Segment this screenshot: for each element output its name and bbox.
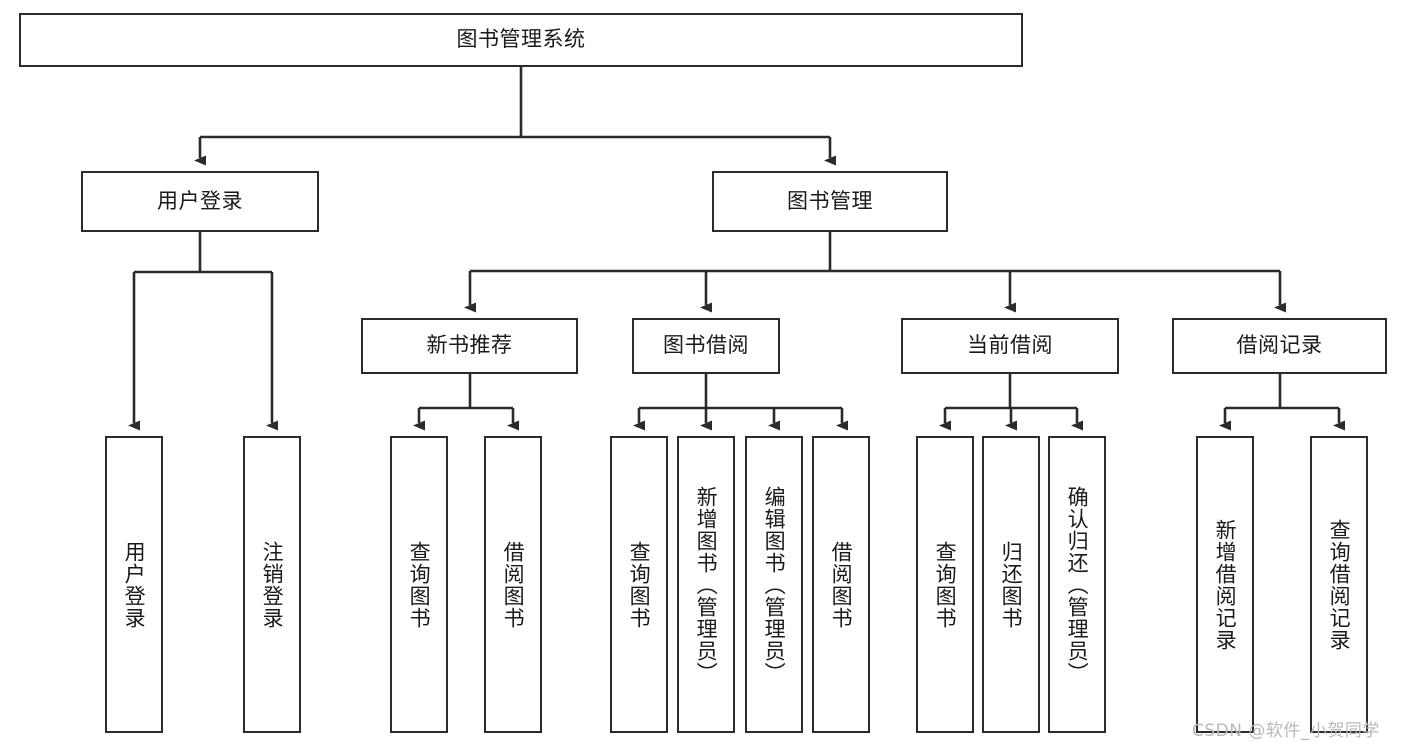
leaf-book-borrow-borrow-book[interactable]: 借阅图书: [812, 436, 870, 733]
leaf-label: 用户登录: [122, 540, 147, 629]
leaf-label: 编辑图书（管理员）: [762, 485, 787, 684]
leaf-book-borrow-query-book[interactable]: 查询图书: [610, 436, 668, 733]
node-root[interactable]: 图书管理系统: [19, 13, 1023, 67]
node-current-borrow-label: 当前借阅: [967, 333, 1053, 358]
node-borrow-record-label: 借阅记录: [1236, 333, 1323, 358]
leaf-user-login-login[interactable]: 用户登录: [105, 436, 163, 733]
leaf-book-borrow-edit-book-admin[interactable]: 编辑图书（管理员）: [745, 436, 803, 733]
leaf-borrow-record-query-record[interactable]: 查询借阅记录: [1310, 436, 1368, 733]
node-book-management-label: 图书管理: [787, 188, 873, 213]
leaf-label: 新增图书（管理员）: [694, 485, 719, 684]
leaf-current-borrow-query-book[interactable]: 查询图书: [916, 436, 974, 733]
node-new-book-recommend[interactable]: 新书推荐: [361, 318, 578, 374]
node-book-management[interactable]: 图书管理: [712, 171, 948, 232]
leaf-current-borrow-return-book[interactable]: 归还图书: [982, 436, 1040, 733]
leaf-new-book-query-book[interactable]: 查询图书: [390, 436, 448, 733]
node-new-book-recommend-label: 新书推荐: [426, 333, 513, 358]
leaf-label: 归还图书: [999, 540, 1024, 629]
leaf-label: 查询图书: [407, 540, 432, 629]
leaf-label: 借阅图书: [829, 540, 854, 629]
leaf-label: 借阅图书: [501, 540, 526, 629]
leaf-label: 查询图书: [627, 540, 652, 629]
node-book-borrow-label: 图书借阅: [663, 333, 749, 358]
leaf-current-borrow-confirm-return-admin[interactable]: 确认归还（管理员）: [1048, 436, 1106, 733]
leaf-label: 注销登录: [260, 540, 285, 629]
leaf-new-book-borrow-book[interactable]: 借阅图书: [484, 436, 542, 733]
node-user-login[interactable]: 用户登录: [81, 171, 319, 232]
node-current-borrow[interactable]: 当前借阅: [901, 318, 1119, 374]
leaf-borrow-record-add-record[interactable]: 新增借阅记录: [1196, 436, 1254, 733]
leaf-user-login-logout[interactable]: 注销登录: [243, 436, 301, 733]
leaf-label: 查询图书: [933, 540, 958, 629]
watermark-text: CSDN @软件_小贺同学: [1192, 721, 1380, 741]
leaf-label: 确认归还（管理员）: [1065, 485, 1090, 684]
node-root-label: 图书管理系统: [456, 27, 586, 52]
node-user-login-label: 用户登录: [157, 188, 243, 213]
node-borrow-record[interactable]: 借阅记录: [1172, 318, 1387, 374]
leaf-label: 新增借阅记录: [1213, 518, 1238, 651]
node-book-borrow[interactable]: 图书借阅: [632, 318, 780, 374]
leaf-label: 查询借阅记录: [1327, 518, 1352, 651]
leaf-book-borrow-add-book-admin[interactable]: 新增图书（管理员）: [677, 436, 735, 733]
